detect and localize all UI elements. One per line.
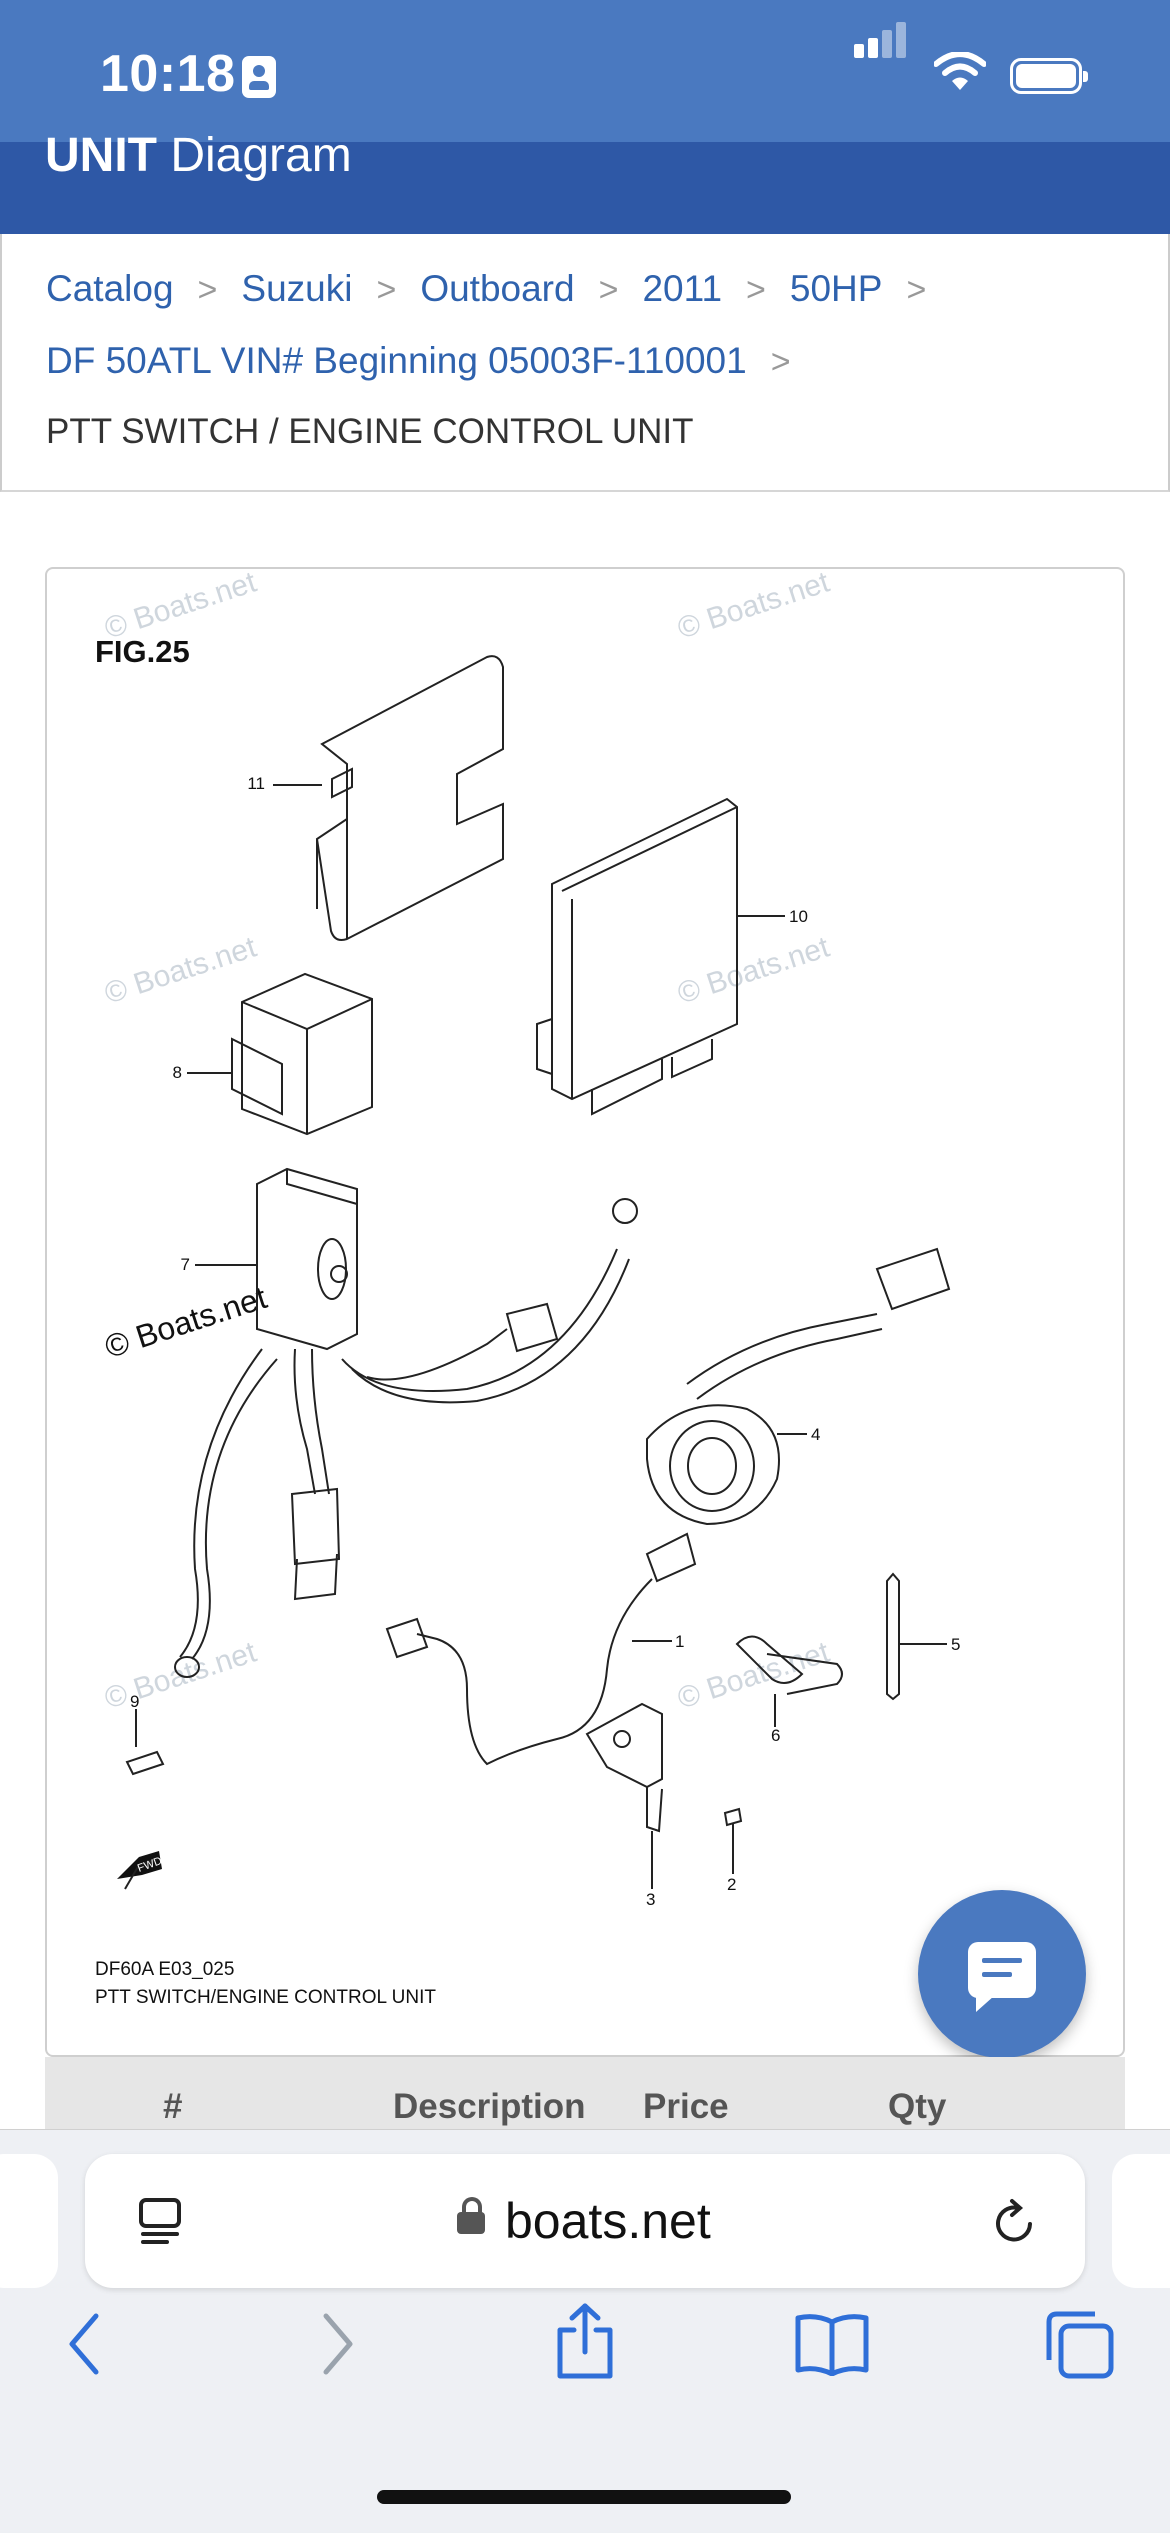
chevron-right-icon: >: [598, 271, 619, 309]
reader-icon[interactable]: [137, 2196, 183, 2246]
chevron-right-icon: >: [376, 271, 397, 309]
breadcrumb-row-1: Catalog > Suzuki > Outboard >2011 >50HP >: [46, 268, 950, 310]
part-11-cover[interactable]: [273, 655, 504, 941]
breadcrumb-outboard[interactable]: Outboard: [420, 268, 575, 309]
page-title-rest: Diagram: [170, 129, 352, 182]
status-time: 10:18: [100, 45, 236, 103]
chat-icon: [968, 1942, 1036, 2012]
chevron-right-icon: >: [197, 271, 218, 309]
part-4-grommet[interactable]: [646, 1247, 951, 1526]
breadcrumb-suzuki[interactable]: Suzuki: [241, 268, 353, 309]
part-label-4: 4: [811, 1425, 820, 1444]
part-1-harness[interactable]: [385, 1532, 697, 1766]
wifi-icon: [934, 52, 986, 90]
part-label-6: 6: [771, 1726, 780, 1745]
lock-icon: [457, 2197, 485, 2234]
reload-icon[interactable]: [990, 2198, 1040, 2248]
back-icon[interactable]: [64, 2312, 104, 2376]
url-text[interactable]: boats.net: [505, 2193, 711, 2249]
column-header-number: #: [163, 2087, 183, 2126]
column-header-description: Description: [393, 2087, 586, 2126]
breadcrumb-year[interactable]: 2011: [642, 268, 723, 309]
part-3-bracket[interactable]: [585, 1702, 663, 1889]
status-bar: 10:18: [0, 0, 1170, 142]
diagram-code: DF60A E03_025: [95, 1959, 235, 1980]
breadcrumb-catalog[interactable]: Catalog: [46, 268, 174, 309]
diagram-drawing: 11 10 8 7 4 1 5 6 9 3 2 FWD: [117, 655, 960, 1909]
part-label-1: 1: [675, 1632, 684, 1651]
breadcrumb-current: PTT SWITCH / ENGINE CONTROL UNIT: [46, 412, 694, 451]
chevron-right-icon: >: [906, 271, 927, 309]
column-header-qty: Qty: [888, 2087, 947, 2126]
tabs-icon[interactable]: [1045, 2310, 1115, 2380]
home-indicator: [377, 2490, 791, 2504]
part-label-2: 2: [727, 1875, 736, 1894]
fwd-arrow-icon: [117, 1851, 162, 1890]
chevron-right-icon: >: [770, 343, 791, 381]
part-label-3: 3: [646, 1890, 655, 1909]
browser-toolbar: boats.net: [0, 2129, 1170, 2533]
id-card-icon: [242, 56, 276, 98]
bookmarks-icon[interactable]: [794, 2312, 870, 2376]
address-bar[interactable]: boats.net: [85, 2154, 1085, 2288]
part-label-11: 11: [247, 774, 265, 793]
part-label-10: 10: [789, 907, 808, 926]
next-tab-preview[interactable]: [1112, 2154, 1170, 2288]
previous-tab-preview[interactable]: [0, 2154, 58, 2288]
diagram-caption: PTT SWITCH/ENGINE CONTROL UNIT: [95, 1987, 436, 2008]
breadcrumb-row-2: DF 50ATL VIN# Beginning 05003F-110001 >: [46, 340, 815, 382]
breadcrumb-model[interactable]: DF 50ATL VIN# Beginning 05003F-110001: [46, 340, 747, 381]
part-label-7: 7: [181, 1255, 190, 1274]
figure-label: FIG.25: [95, 634, 190, 669]
part-10-ecu[interactable]: [536, 797, 785, 1116]
parts-diagram[interactable]: © Boats.net © Boats.net © Boats.net © Bo…: [45, 567, 1125, 2057]
part-label-9: 9: [130, 1692, 139, 1711]
part-label-5: 5: [951, 1635, 960, 1654]
part-label-8: 8: [173, 1063, 182, 1082]
chat-button[interactable]: [918, 1890, 1086, 2058]
part-9-bolt[interactable]: [125, 1656, 200, 1776]
page-title: UNIT Diagram: [45, 128, 352, 183]
part-7-switch[interactable]: [179, 1167, 638, 1660]
chevron-right-icon: >: [746, 271, 766, 309]
parts-table-header: # Description Price Qty: [45, 2057, 1125, 2129]
part-5-cable-tie[interactable]: [886, 1572, 947, 1701]
page-header: UNIT Diagram: [0, 129, 1170, 234]
part-6-clip[interactable]: [735, 1635, 843, 1728]
page-title-bold: UNIT: [45, 129, 157, 182]
breadcrumb: Catalog > Suzuki > Outboard >2011 >50HP > DF 50…: [0, 234, 1170, 492]
forward-icon[interactable]: [318, 2312, 358, 2376]
part-2-screw[interactable]: [723, 1807, 743, 1874]
part-8-connector[interactable]: [187, 972, 373, 1136]
breadcrumb-hp[interactable]: 50HP: [789, 268, 883, 309]
share-icon[interactable]: [550, 2302, 620, 2382]
battery-icon: [1010, 58, 1088, 94]
column-header-price: Price: [643, 2087, 729, 2126]
